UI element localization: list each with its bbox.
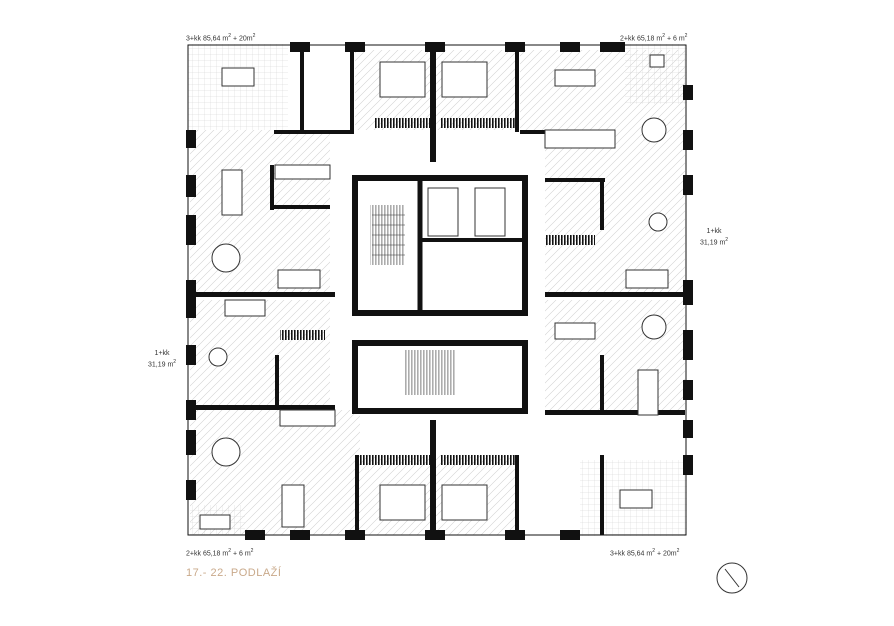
unit-extra: + 20m	[231, 35, 253, 43]
north-arrow-icon	[716, 562, 748, 594]
unit-type: 1+kk	[154, 350, 170, 357]
unit-area: 85,64 m	[202, 35, 229, 43]
unit-area: 65,18 m	[636, 35, 663, 43]
beds	[379, 61, 488, 521]
terraces	[188, 44, 687, 536]
unit-area: 65,18 m	[202, 550, 229, 558]
unit-label-right-mid: 1+kk 31,19 m2	[700, 228, 729, 247]
terrace-furniture	[199, 54, 665, 530]
unit-area: 31,19 m	[148, 361, 174, 369]
dining-tables	[208, 117, 668, 467]
stair-icon	[372, 214, 405, 256]
unit-label-bottom-right: 3+kk 85,64 m2 + 20m2	[610, 548, 680, 558]
unit-label-bottom-left: 2+kk 65,18 m2 + 6 m2	[186, 548, 254, 558]
kitchen-islands	[221, 129, 659, 427]
unit-type: 3+kk	[610, 550, 625, 558]
unit-extra: + 6 m	[231, 550, 251, 558]
unit-extra: + 6 m	[665, 35, 685, 43]
wardrobes	[280, 118, 595, 465]
unit-label-top-right: 2+kk 65,18 m2 + 6 m2	[620, 33, 688, 43]
unit-type: 2+kk	[186, 550, 201, 558]
building-core	[352, 175, 528, 414]
floor-title: 17.- 22. PODLAŽÍ	[186, 567, 282, 579]
unit-label-left-mid: 1+kk 31,19 m2	[148, 350, 177, 369]
unit-type: 2+kk	[620, 35, 635, 43]
unit-label-top-left: 3+kk 85,64 m2 + 20m2	[186, 33, 256, 43]
unit-area: 31,19 m	[700, 239, 726, 247]
sofas	[224, 69, 669, 528]
unit-type: 1+kk	[706, 228, 722, 235]
unit-area: 85,64 m	[626, 550, 653, 558]
unit-type: 3+kk	[186, 35, 201, 43]
interior-walls	[190, 52, 685, 535]
unit-extra: + 20m	[655, 550, 677, 558]
